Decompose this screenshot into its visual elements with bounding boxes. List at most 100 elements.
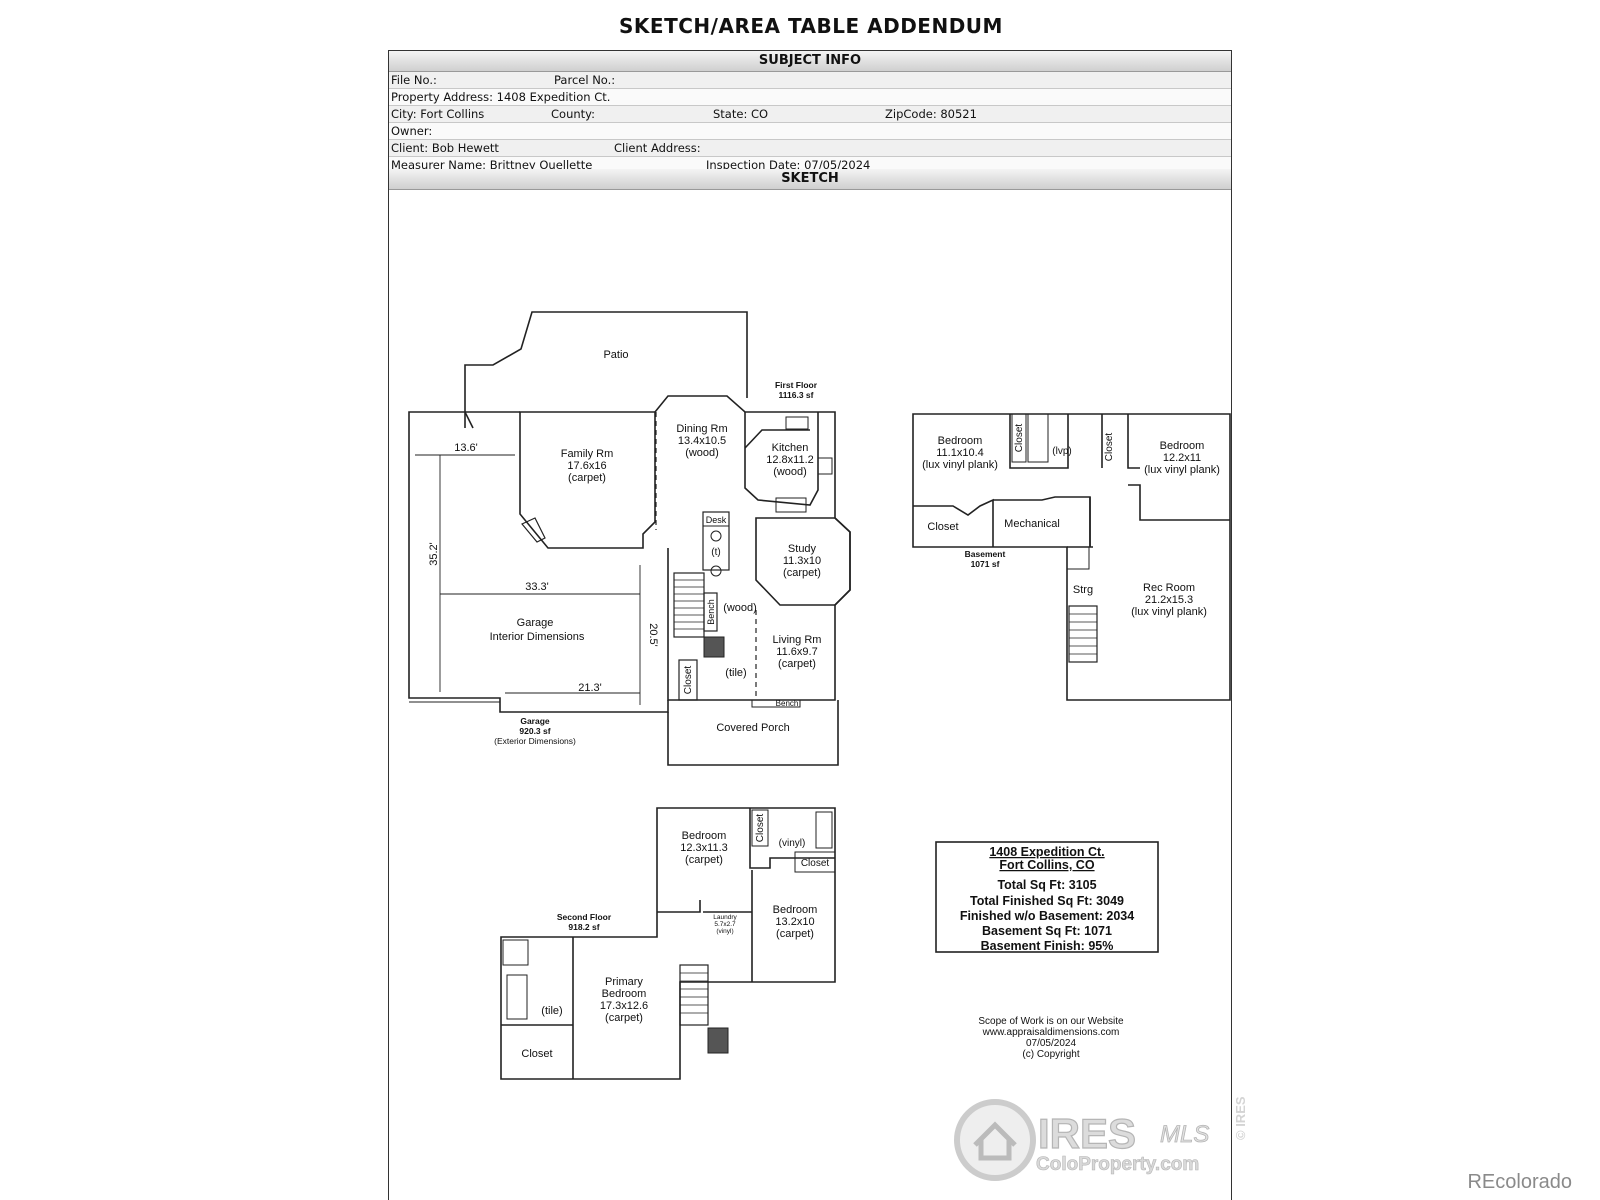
document-title: SKETCH/AREA TABLE ADDENDUM bbox=[619, 14, 1003, 38]
basement-bedroom2-floor: (lux vinyl plank) bbox=[1144, 464, 1220, 476]
kitchen-dim: 12.8x11.2 bbox=[766, 454, 814, 466]
summary-total-finished: Total Finished Sq Ft: 3049 bbox=[970, 894, 1124, 908]
stair-landing bbox=[703, 636, 725, 658]
primary-floor: (carpet) bbox=[605, 1012, 643, 1024]
basement-stair-treads bbox=[1069, 613, 1097, 655]
recolorado-brand: REcolorado bbox=[1467, 1171, 1572, 1193]
garage-dim-bottom: 21.3' bbox=[578, 682, 602, 694]
mechanical-label: Mechanical bbox=[1004, 518, 1060, 530]
garage-area-note: (Exterior Dimensions) bbox=[494, 736, 576, 746]
stove-icon bbox=[817, 457, 833, 475]
watermark-site: ColoProperty.com bbox=[1036, 1154, 1199, 1175]
primary-dim: 17.3x12.6 bbox=[600, 1000, 648, 1012]
second-bedroom1-label: Bedroom bbox=[682, 830, 727, 842]
basement-outline bbox=[912, 413, 1231, 701]
basement-plan bbox=[912, 413, 1231, 701]
porch-bench-label: Bench bbox=[776, 699, 799, 708]
stair-treads bbox=[674, 579, 704, 630]
primary-tub bbox=[506, 974, 528, 1020]
kitchen-wall bbox=[744, 429, 810, 449]
summary-basement-finish: Basement Finish: 95% bbox=[981, 939, 1114, 953]
city-field: City: Fort Collins bbox=[391, 106, 484, 122]
garage-subtitle: Interior Dimensions bbox=[490, 631, 585, 643]
basement-closet3-label: Closet bbox=[927, 521, 958, 533]
county-label: County: bbox=[551, 107, 595, 121]
inspection-field: Inspection Date: 07/05/2024 bbox=[706, 157, 870, 173]
basement-bedroom1-label: Bedroom bbox=[938, 435, 983, 447]
first-floor-labels: Patio First Floor 1116.3 sf Family Rm 17… bbox=[561, 349, 822, 734]
state-field: State: CO bbox=[713, 106, 768, 122]
entry-floor-label: (tile) bbox=[725, 667, 746, 679]
study-outline bbox=[755, 517, 851, 606]
hall-floor-label: (wood) bbox=[723, 602, 757, 614]
basement-area-value: 1071 sf bbox=[971, 559, 1000, 569]
covered-porch-outline bbox=[667, 700, 839, 766]
half-bath-label: (t) bbox=[711, 547, 720, 558]
second-floor-label: Second Floor bbox=[557, 912, 612, 922]
dining-rm-dim: 13.4x10.5 bbox=[678, 435, 726, 447]
dining-rm-floor: (wood) bbox=[685, 447, 719, 459]
basement-closet2-label: Closet bbox=[1104, 433, 1115, 462]
city-label: City: bbox=[391, 107, 417, 121]
second-tub bbox=[815, 811, 833, 849]
addendum-form: SUBJECT INFO File No.: Parcel No.: Prope… bbox=[388, 50, 1232, 1200]
family-rm-floor: (carpet) bbox=[568, 472, 606, 484]
basement-bath-floor: (lvp) bbox=[1052, 446, 1071, 457]
dining-rm-label: Dining Rm bbox=[676, 423, 727, 435]
living-rm-floor: (carpet) bbox=[778, 658, 816, 670]
basement-mech-wall bbox=[1067, 497, 1093, 548]
dining-kitchen-wall bbox=[744, 412, 819, 506]
zip-value: 80521 bbox=[940, 107, 977, 121]
garage-title: Garage bbox=[517, 617, 554, 629]
primary-closet-label: Closet bbox=[521, 1048, 552, 1060]
scope-line3: 07/05/2024 bbox=[1026, 1038, 1076, 1049]
inspection-value: 07/05/2024 bbox=[804, 158, 871, 172]
bench-label: Bench bbox=[706, 599, 716, 625]
subject-info-header: SUBJECT INFO bbox=[389, 51, 1231, 72]
study-label: Study bbox=[788, 543, 817, 555]
scope-line4: (c) Copyright bbox=[1022, 1049, 1079, 1060]
client-field: Client: Bob Hewett bbox=[391, 140, 499, 156]
sink-icon bbox=[785, 416, 809, 430]
basement-bedroom2-dim: 12.2x11 bbox=[1163, 452, 1201, 464]
garage-labels: 13.6' 35.2' 33.3' 20.5' 21.3' Garage Int… bbox=[428, 442, 659, 746]
basement-bedroom2-label: Bedroom bbox=[1160, 440, 1205, 452]
basement-stairs bbox=[1068, 605, 1098, 663]
zip-field: ZipCode: 80521 bbox=[885, 106, 977, 122]
measurer-field: Measurer Name: Brittney Ouellette bbox=[391, 157, 592, 173]
basement-area-label: Basement bbox=[965, 549, 1006, 559]
living-rm-label: Living Rm bbox=[773, 634, 822, 646]
summary-basement-sqft: Basement Sq Ft: 1071 bbox=[982, 924, 1112, 938]
basement-storage-box bbox=[1066, 546, 1090, 570]
laundry-dim: 5.7x2.7 bbox=[714, 921, 736, 928]
summary-box bbox=[935, 841, 1159, 953]
basement-bedroom1-floor: (lux vinyl plank) bbox=[922, 459, 998, 471]
basement-bedroom2-wall bbox=[1128, 484, 1230, 521]
rec-room-label: Rec Room bbox=[1143, 582, 1195, 594]
desk-label: Desk bbox=[706, 515, 727, 525]
measurer-value: Brittney Ouellette bbox=[489, 158, 593, 172]
kitchen-label: Kitchen bbox=[772, 442, 809, 454]
info-row-city: City: Fort Collins County: State: CO Zip… bbox=[389, 106, 1231, 123]
family-rm-dim: 17.6x16 bbox=[567, 460, 606, 472]
second-stair-treads bbox=[680, 972, 708, 1014]
summary-city: Fort Collins, CO bbox=[999, 858, 1094, 872]
basement-closet2-wall bbox=[1101, 414, 1140, 469]
watermark-vertical: © IRES bbox=[1233, 1096, 1248, 1140]
second-closet1-box bbox=[751, 809, 769, 847]
primary-bath-wall bbox=[501, 937, 574, 1079]
watermark-brand: IRES bbox=[1038, 1110, 1136, 1157]
parcel-no-label: Parcel No.: bbox=[554, 73, 616, 87]
second-stair-landing bbox=[707, 1027, 729, 1054]
second-closet2-box bbox=[794, 851, 836, 873]
study-floor: (carpet) bbox=[783, 567, 821, 579]
watermark-house-circle bbox=[954, 1099, 1036, 1181]
scope-line1: Scope of Work is on our Website bbox=[978, 1016, 1124, 1027]
info-row-client: Client: Bob Hewett Client Address: bbox=[389, 140, 1231, 157]
garage-dim-top: 13.6' bbox=[454, 442, 478, 454]
property-address-label: Property Address: 1408 Expedition Ct. bbox=[391, 89, 610, 105]
garage-area-label: Garage bbox=[520, 716, 550, 726]
laundry-label: Laundry bbox=[713, 914, 737, 921]
scope-line2: www.appraisaldimensions.com bbox=[982, 1027, 1120, 1038]
zip-label: ZipCode: bbox=[885, 107, 937, 121]
